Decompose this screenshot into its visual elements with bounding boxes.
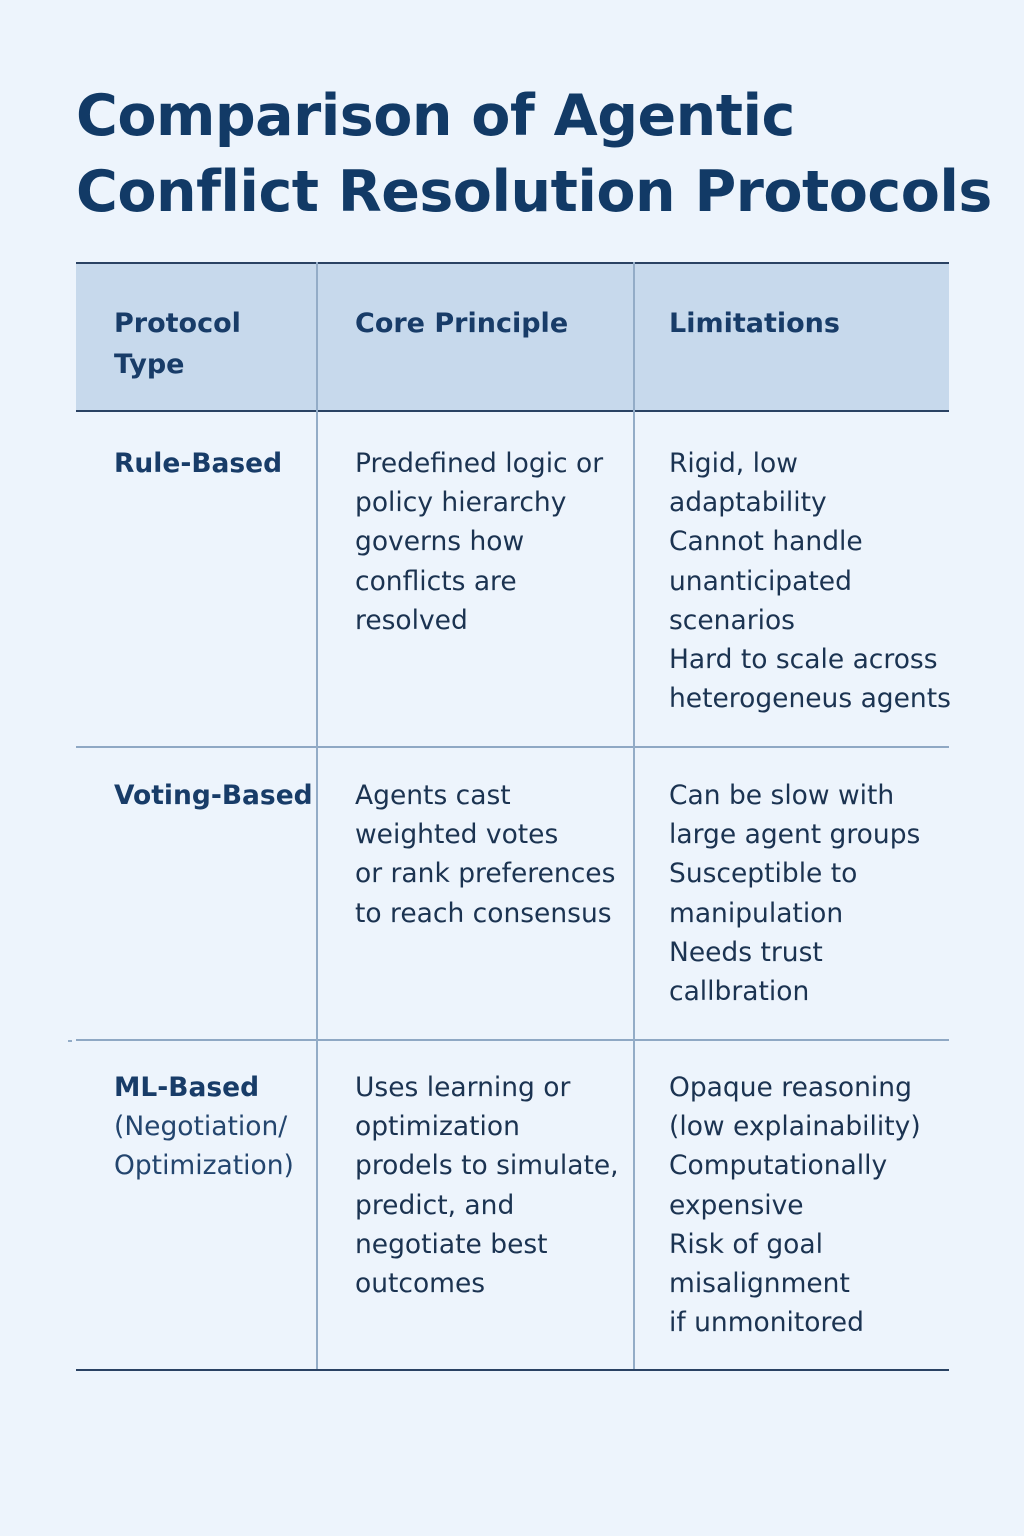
table-top-border [76, 262, 949, 264]
header-bottom-border [76, 410, 949, 412]
row-divider-stub [68, 1040, 72, 1042]
row-ml-based-type: ML-Based (Negotiation/ Optimization) [114, 1072, 294, 1182]
row-voting-based-principle: Agents cast weighted votes or rank prefe… [355, 780, 616, 929]
row-voting-based-limitations: Can be slow with large agent groups Susc… [669, 780, 921, 1008]
title-line-1: Comparison of Agentic [76, 83, 795, 149]
table-header-background [76, 262, 949, 412]
row-divider-2 [76, 1039, 949, 1041]
header-protocol-type: Protocol Type [114, 308, 241, 380]
page-title: Comparison of Agentic Conflict Resolutio… [76, 78, 992, 230]
header-limitations: Limitations [669, 308, 840, 339]
row-ml-based-limitations: Opaque reasoning (low explainability) Co… [669, 1072, 921, 1339]
row-rule-based-type: Rule-Based [114, 448, 283, 479]
row-rule-based-principle: Predefined logic or policy hierarchy gov… [355, 448, 604, 636]
row-rule-based-limitations: Rigid, low adaptability Cannot handle un… [669, 448, 951, 715]
row-voting-based-type: Voting-Based [114, 780, 313, 811]
comparison-table: Protocol Type Core Principle Limitations… [68, 262, 951, 1371]
header-core-principle: Core Principle [355, 308, 569, 339]
row-divider-1 [76, 746, 949, 748]
row-ml-based-principle: Uses learning or optimization prodels to… [355, 1072, 619, 1300]
table-bottom-border [76, 1369, 949, 1371]
title-line-2: Conflict Resolution Protocols [76, 159, 992, 225]
column-divider-2 [633, 262, 635, 1369]
column-divider-1 [316, 262, 318, 1369]
